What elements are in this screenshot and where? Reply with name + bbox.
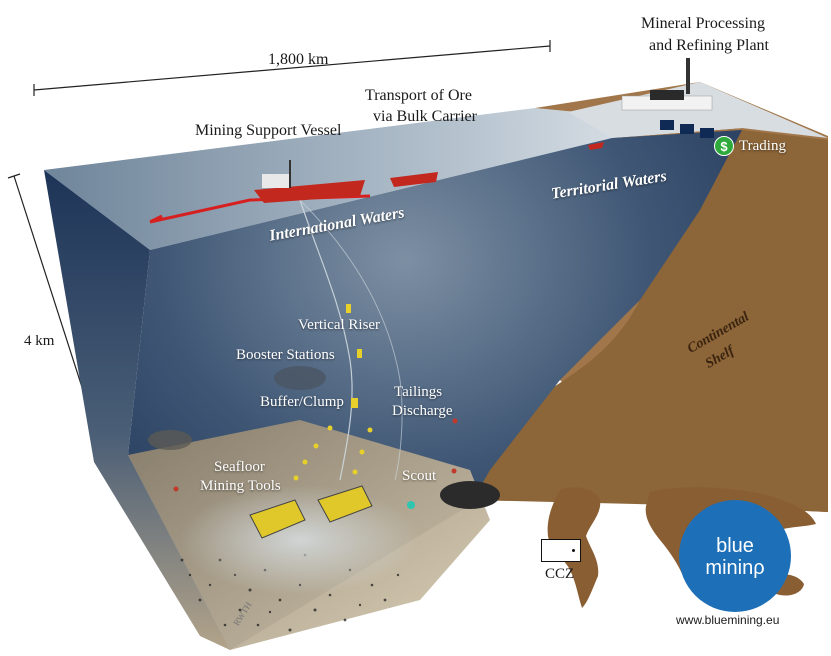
scout-vehicle: [407, 501, 415, 509]
tailings-discharge-line: [299, 199, 403, 481]
booster-stations: [293, 304, 373, 481]
trading-label: Trading: [739, 137, 786, 154]
seafloor-tools-label-line1: Seafloor: [214, 459, 265, 475]
transport-label-line2: via Bulk Carrier: [373, 108, 477, 125]
front-face: [44, 170, 230, 650]
width-dimension-line: [33, 40, 551, 96]
vertical-riser-label: Vertical Riser: [298, 317, 381, 333]
buffer-clump-label: Buffer/Clump: [260, 394, 344, 410]
trading-badge: $ Trading: [714, 136, 786, 156]
booster-stations-label: Booster Stations: [236, 347, 335, 363]
rock: [274, 366, 326, 390]
red-markers: [173, 418, 458, 492]
vessel-label: Mining Support Vessel: [195, 122, 342, 139]
width-label: 1,800 km: [268, 51, 329, 68]
bluemining-logo: blue mininρ: [679, 500, 791, 612]
transport-label-line1: Transport of Ore: [365, 87, 472, 104]
plant-label-line1: Mineral Processing: [641, 15, 765, 32]
scout-label: Scout: [402, 468, 437, 484]
ccz-dot: [572, 549, 575, 552]
vertical-riser-line: [299, 199, 353, 481]
port-ship: [588, 142, 604, 150]
logo-text-line2: mininρ: [705, 557, 765, 579]
rock: [148, 430, 192, 450]
bulk-carrier: [390, 172, 438, 187]
seafloor-tools-label-line2: Mining Tools: [200, 478, 281, 494]
seafloor-mining-tools: [249, 485, 373, 539]
continental-slope: [470, 130, 828, 512]
processing-plant: [621, 58, 714, 138]
logo-text-line1: blue: [716, 535, 754, 557]
rock: [440, 481, 500, 509]
ccz-label: CCZ: [545, 566, 575, 582]
sediment-plume: [180, 485, 420, 595]
depth-label: 4 km: [24, 333, 55, 349]
plant-label-line2: and Refining Plant: [649, 37, 769, 54]
tailings-label-line2: Discharge: [392, 403, 453, 419]
mining-support-vessel: [254, 160, 365, 203]
dollar-icon: $: [714, 136, 734, 156]
website-url: www.bluemining.eu: [676, 613, 780, 627]
ccz-marker: [541, 539, 581, 562]
tailings-label-line1: Tailings: [394, 384, 443, 400]
